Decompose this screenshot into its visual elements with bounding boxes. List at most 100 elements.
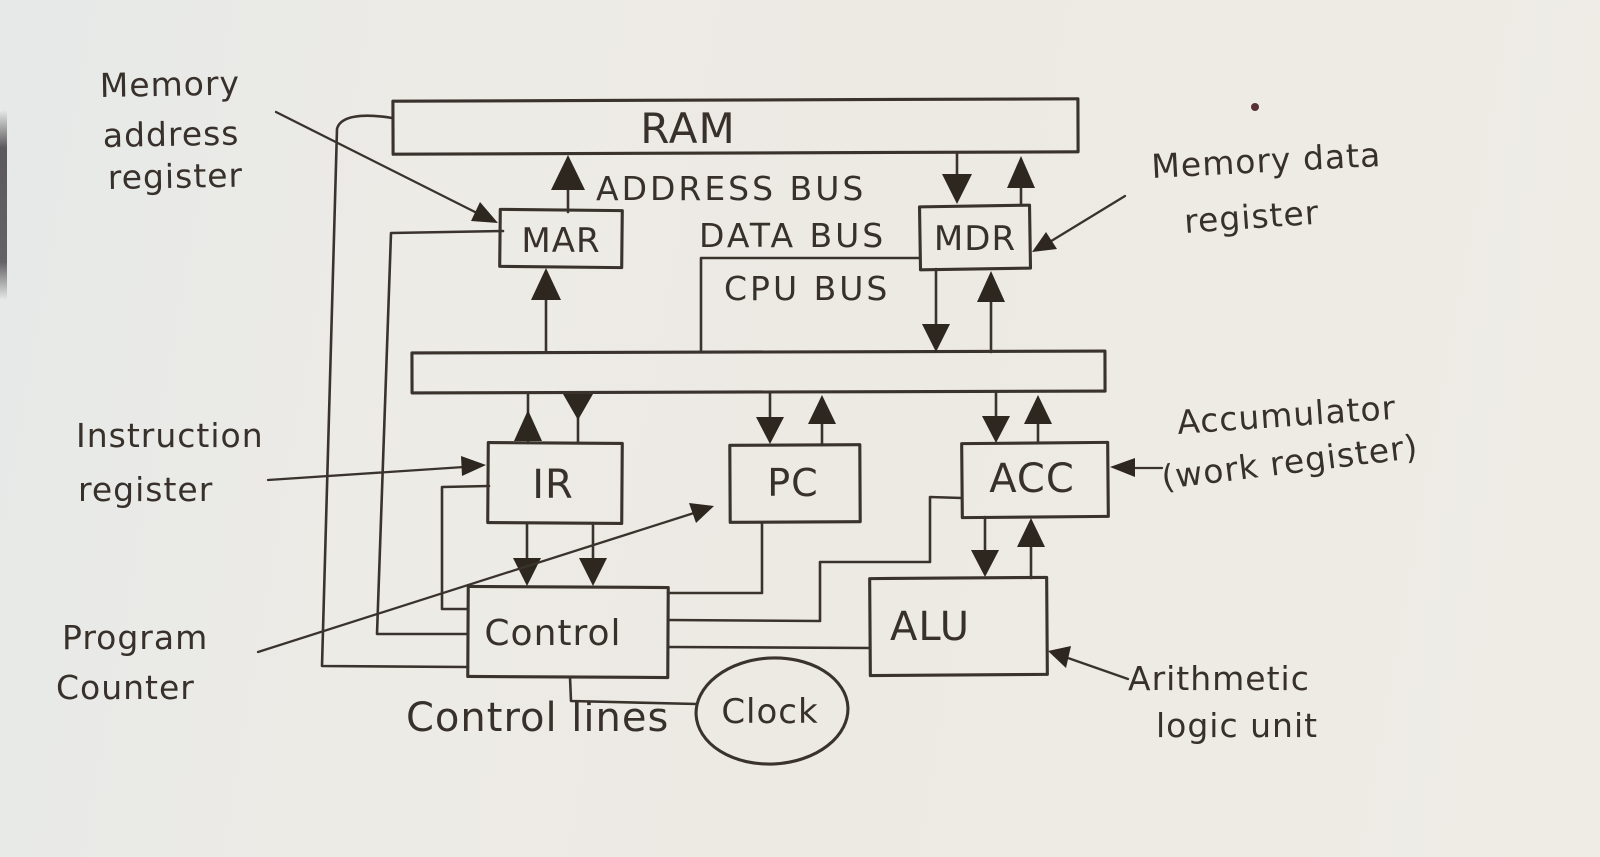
up-arrowhead bbox=[808, 395, 836, 424]
up-arrowhead bbox=[531, 268, 561, 300]
up-arrowhead bbox=[977, 271, 1005, 302]
mar-annotation-line1: Memory bbox=[99, 64, 240, 105]
pc-block: PC bbox=[728, 443, 862, 524]
mdr-box bbox=[917, 203, 1033, 272]
control-to-alu-line bbox=[666, 645, 872, 650]
alu-pointer-line bbox=[1066, 656, 1130, 681]
bus-to-ir-arrow bbox=[563, 394, 593, 445]
pc-annotation: Program Counter bbox=[56, 618, 208, 707]
control-to-mar-loop-line bbox=[375, 229, 505, 636]
mdr-annotation-line1: Memory data bbox=[1150, 135, 1382, 186]
ir-to-control-arrow-2 bbox=[579, 521, 607, 586]
up-arrowhead bbox=[1017, 518, 1045, 547]
control-label: Control bbox=[484, 613, 621, 654]
up-arrowhead bbox=[1007, 156, 1035, 188]
acc-annotation-pointer bbox=[1110, 458, 1164, 477]
pc-label: PC bbox=[767, 461, 818, 505]
bus-to-mar-arrow bbox=[531, 268, 561, 354]
control-to-clock-line bbox=[568, 675, 699, 706]
ir-to-control-side-line bbox=[440, 484, 491, 611]
mdr-annotation: Memory data register bbox=[1150, 135, 1382, 241]
cpu-bus-label: CPU BUS bbox=[724, 269, 890, 308]
ink-dot bbox=[1251, 103, 1259, 111]
bus-to-pc-arrow bbox=[756, 390, 784, 444]
mdr-label: MDR bbox=[934, 219, 1016, 259]
mar-pointer-line bbox=[274, 110, 479, 215]
cpu-bus-bar bbox=[410, 349, 1107, 395]
control-box bbox=[466, 584, 670, 680]
acc-annotation: Accumulator (work register) bbox=[1159, 388, 1420, 497]
mar-annotation-line2: address bbox=[102, 114, 239, 155]
pc-pointer-line bbox=[256, 511, 696, 654]
cpu-bus-bracket-line bbox=[699, 256, 922, 354]
control-lines-label: Control lines bbox=[406, 695, 669, 741]
data-bus-label: DATA BUS bbox=[699, 216, 886, 255]
down-arrowhead bbox=[942, 174, 972, 204]
ir-annotation-line2: register bbox=[78, 470, 213, 509]
mar-block: MAR bbox=[498, 207, 624, 270]
control-block: Control bbox=[466, 584, 670, 680]
ir-to-control-arrow-1 bbox=[513, 521, 541, 586]
ir-to-bus-arrow bbox=[514, 392, 542, 445]
bus-to-mdr-arrow bbox=[977, 271, 1005, 354]
mdr-annotation-pointer bbox=[1032, 194, 1127, 252]
alu-annotation-line1: Arithmetic bbox=[1128, 659, 1310, 698]
mdr-pointer-line bbox=[1046, 194, 1127, 245]
mar-label: MAR bbox=[521, 221, 600, 261]
up-arrowhead bbox=[1024, 395, 1052, 424]
mdr-to-ram-arrow bbox=[1007, 156, 1035, 207]
ir-block: IR bbox=[486, 440, 624, 526]
ir-box bbox=[486, 440, 624, 526]
ram-to-mdr-arrow bbox=[942, 152, 972, 204]
up-arrowhead bbox=[551, 155, 585, 190]
ram-box bbox=[391, 97, 1080, 156]
pointer-arrowhead bbox=[461, 456, 486, 476]
control-to-ram-loop-line bbox=[320, 114, 470, 669]
pointer-arrowhead bbox=[471, 202, 498, 223]
mar-annotation: Memory address register bbox=[99, 64, 243, 197]
pointer-arrowhead bbox=[689, 503, 714, 523]
bus-bar-box bbox=[410, 349, 1107, 395]
pc-box bbox=[728, 443, 862, 524]
acc-to-alu-arrow bbox=[971, 515, 999, 577]
alu-annotation-pointer bbox=[1048, 646, 1130, 681]
ir-pointer-line bbox=[266, 465, 466, 482]
pc-annotation-line1: Program bbox=[62, 618, 208, 657]
pc-annotation-line2: Counter bbox=[56, 668, 195, 707]
pointer-arrowhead bbox=[1110, 458, 1135, 477]
control-to-pc-line bbox=[666, 521, 764, 595]
mar-annotation-pointer bbox=[274, 110, 498, 223]
alu-annotation-line2: logic unit bbox=[1156, 706, 1318, 745]
acc-box bbox=[960, 440, 1110, 520]
ir-annotation-pointer bbox=[266, 456, 486, 482]
ram-label: RAM bbox=[640, 104, 735, 153]
alu-box bbox=[868, 575, 1049, 678]
up-arrowhead bbox=[514, 410, 542, 441]
clock-ellipse bbox=[694, 656, 850, 766]
mar-box bbox=[498, 207, 624, 270]
down-arrowhead bbox=[982, 416, 1010, 443]
control-to-acc-line bbox=[666, 495, 964, 623]
down-arrowhead bbox=[922, 324, 950, 352]
mar-annotation-line3: register bbox=[107, 156, 243, 197]
down-arrowhead bbox=[579, 558, 607, 586]
alu-annotation: Arithmetic logic unit bbox=[1128, 659, 1318, 745]
pc-to-bus-arrow bbox=[808, 395, 836, 447]
clock-label: Clock bbox=[721, 692, 818, 732]
photo-edge-shadow bbox=[0, 110, 7, 300]
ir-label: IR bbox=[532, 462, 574, 508]
acc-to-bus-arrow bbox=[1024, 395, 1052, 445]
alu-label: ALU bbox=[890, 604, 970, 650]
down-arrowhead bbox=[563, 394, 593, 420]
down-arrowhead bbox=[756, 417, 784, 444]
ir-annotation-line1: Instruction bbox=[76, 416, 264, 455]
address-bus-label: ADDRESS BUS bbox=[596, 169, 866, 208]
mdr-annotation-line2: register bbox=[1183, 193, 1321, 241]
pointer-arrowhead bbox=[1032, 232, 1057, 252]
acc-label: ACC bbox=[989, 456, 1075, 502]
ram-block: RAM bbox=[391, 97, 1080, 156]
mdr-to-bus-arrow bbox=[922, 267, 950, 352]
alu-to-acc-arrow bbox=[1017, 518, 1045, 580]
mar-to-ram-arrow bbox=[551, 155, 585, 214]
